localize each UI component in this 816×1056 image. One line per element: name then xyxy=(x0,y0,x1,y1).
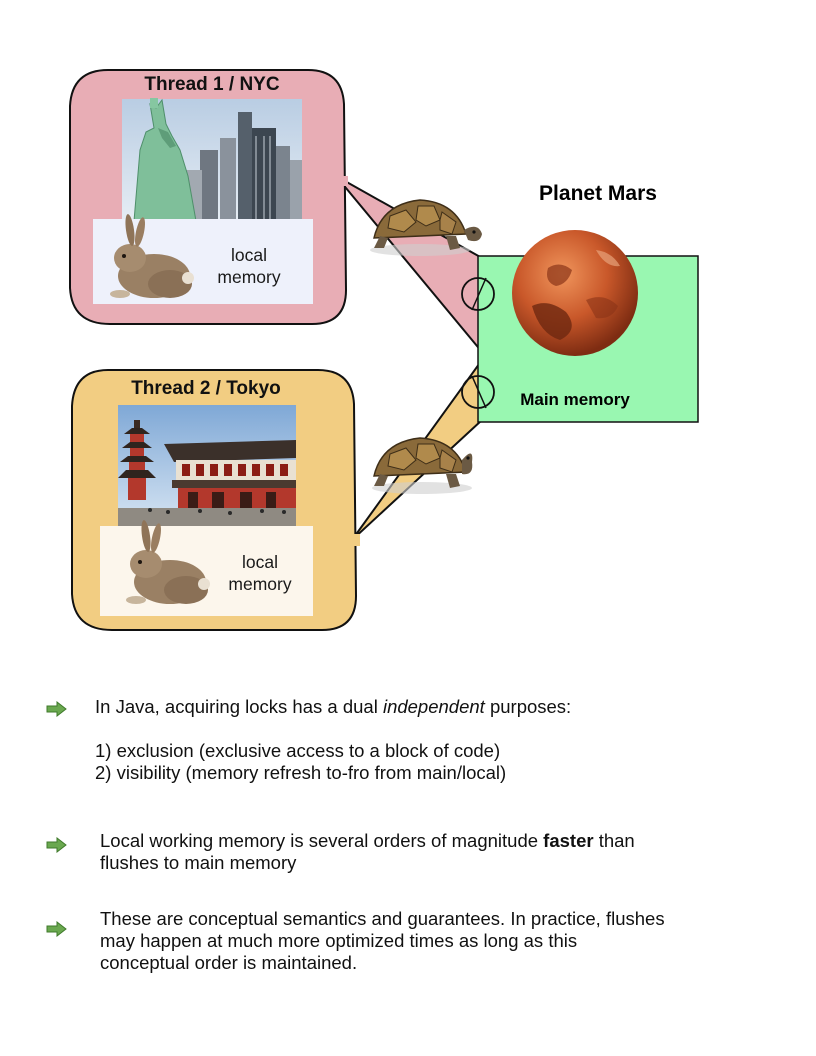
bullet-text: Local working memory is several orders o… xyxy=(100,830,635,874)
green-arrow-icon xyxy=(46,837,68,853)
bullet-subitem: 1) exclusion (exclusive access to a bloc… xyxy=(95,740,571,762)
bullet-line: In Java, acquiring locks has a dual inde… xyxy=(95,696,571,718)
mars-planet-image xyxy=(512,230,638,356)
bullet-line: flushes to main memory xyxy=(100,852,635,874)
tokyo-temple-image xyxy=(118,405,296,527)
bullet-text-part: purposes: xyxy=(485,696,571,717)
bullet-line: conceptual order is maintained. xyxy=(100,952,665,974)
tortoise-image xyxy=(372,438,472,494)
memory-model-diagram: Thread 1 / NYC local memory Thread 2 / T… xyxy=(0,0,816,660)
statue-of-liberty-skyline-image xyxy=(122,98,302,221)
thread2-local-memory-label-line2: memory xyxy=(228,574,291,594)
green-arrow-icon xyxy=(46,701,68,717)
thread1-local-memory-label-line1: local xyxy=(231,245,267,265)
thread2-local-memory-label-line1: local xyxy=(242,552,278,572)
thread2-title: Thread 2 / Tokyo xyxy=(131,378,281,399)
main-memory-label: Main memory xyxy=(520,390,630,409)
bullet-text: In Java, acquiring locks has a dual inde… xyxy=(95,696,571,784)
bullet-subitem: 2) visibility (memory refresh to-fro fro… xyxy=(95,762,571,784)
thread1-title: Thread 1 / NYC xyxy=(144,74,279,95)
green-arrow-icon xyxy=(46,921,68,937)
bullet-strong: faster xyxy=(543,830,593,851)
bullet-text: These are conceptual semantics and guara… xyxy=(100,908,665,974)
bullet-emphasis: independent xyxy=(383,696,485,717)
planet-title: Planet Mars xyxy=(539,182,657,205)
bullet-line: These are conceptual semantics and guara… xyxy=(100,908,665,930)
bullet-text-part: than xyxy=(594,830,635,851)
bullet-text-part: Local working memory is several orders o… xyxy=(100,830,543,851)
bullet-line: may happen at much more optimized times … xyxy=(100,930,665,952)
bullet-line: Local working memory is several orders o… xyxy=(100,830,635,852)
thread1-local-memory-label-line2: memory xyxy=(217,267,280,287)
bullet-text-part: In Java, acquiring locks has a dual xyxy=(95,696,383,717)
